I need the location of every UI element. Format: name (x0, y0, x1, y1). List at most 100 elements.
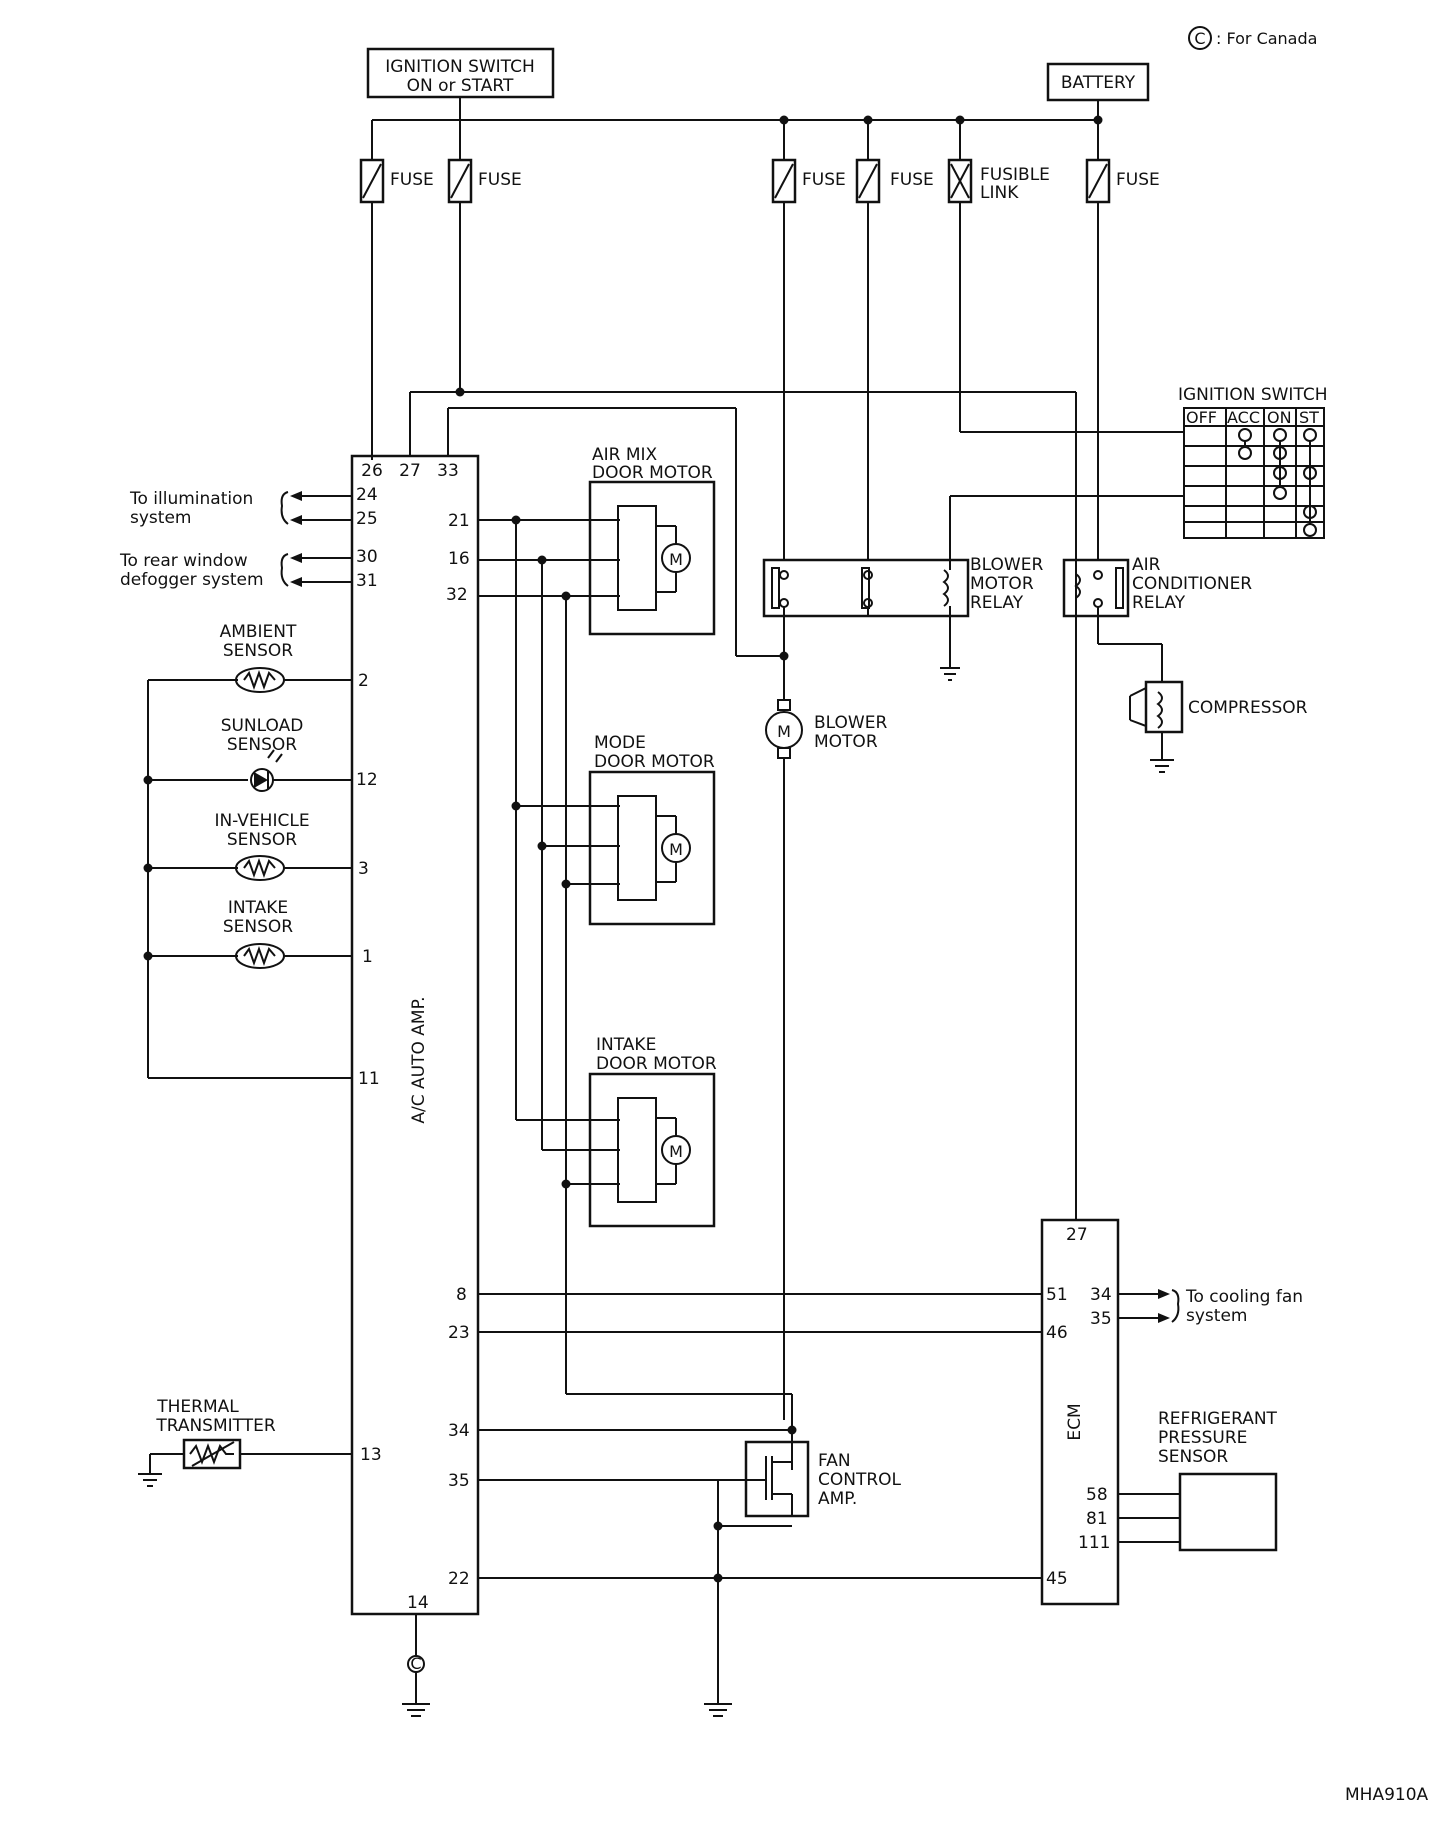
ignition-table-title: IGNITION SWITCH (1178, 385, 1327, 405)
refrigerant-label-1: REFRIGERANT (1158, 1409, 1278, 1429)
fuse-1-label: FUSE (390, 170, 434, 190)
svg-text:M: M (669, 1142, 683, 1161)
ig-col-st: ST (1299, 408, 1319, 427)
battery-label: BATTERY (1061, 73, 1136, 93)
ecm-pin-81: 81 (1086, 1509, 1108, 1529)
compressor-label: COMPRESSOR (1188, 698, 1308, 718)
door-motor-bus (478, 519, 793, 1470)
ambient-sensor-label: AMBIENT (220, 622, 297, 642)
ecm-pin-111: 111 (1078, 1533, 1110, 1553)
air-mix-label-2: DOOR MOTOR (592, 463, 713, 483)
amp-pin-22: 22 (448, 1569, 470, 1589)
ecm-pin-35: 35 (1090, 1309, 1112, 1329)
thermal-transmitter-label: THERMAL (156, 1397, 239, 1417)
ig-col-acc: ACC (1227, 408, 1260, 427)
fan-amp-label-2: CONTROL (818, 1470, 902, 1490)
amp-pin-13: 13 (360, 1445, 382, 1465)
amp-pin-2: 2 (358, 671, 369, 691)
defogger-label-2: defogger system (120, 570, 264, 590)
ac-auto-amp-label: A/C AUTO AMP. (409, 996, 429, 1123)
intake-sensor-label: INTAKE (228, 898, 288, 918)
ig-col-off: OFF (1186, 408, 1217, 427)
amp-pin-31: 31 (356, 571, 378, 591)
amp-pin-30: 30 (356, 547, 378, 567)
sunload-sensor-label-2: SENSOR (227, 735, 297, 755)
fusible-link-label-2: LINK (980, 183, 1019, 203)
ignition-switch-table (1183, 407, 1325, 539)
ecm-pin-45: 45 (1046, 1569, 1068, 1589)
mode-label: MODE (594, 733, 646, 753)
ecm-label: ECM (1065, 1403, 1085, 1440)
in-vehicle-sensor (148, 855, 352, 881)
blower-motor: M (765, 699, 803, 1420)
ambient-sensor-label-2: SENSOR (223, 641, 293, 661)
amp-pin-34: 34 (448, 1421, 470, 1441)
refrigerant-label-2: PRESSURE (1158, 1428, 1247, 1448)
fan-amp-label-1: FAN (818, 1451, 851, 1471)
amp-pin-26: 26 (361, 461, 383, 481)
sunload-sensor (148, 749, 352, 792)
air-mix-door-motor: M (588, 480, 716, 636)
mode-door-motor: M (588, 770, 716, 926)
defogger-arrows (280, 553, 352, 587)
blower-relay-label-2: MOTOR (970, 574, 1034, 594)
cooling-fan-label: To cooling fan (1185, 1287, 1303, 1307)
ac-relay-label-1: AIR (1132, 555, 1161, 575)
amp-pin-23: 23 (448, 1323, 470, 1343)
amp-pin-3: 3 (358, 859, 369, 879)
thermal-transmitter-label-2: TRANSMITTER (155, 1416, 276, 1436)
blower-motor-label-2: MOTOR (814, 732, 878, 752)
amp-pin-12: 12 (356, 770, 378, 790)
fan-control-amp (478, 1429, 810, 1717)
amp-pin-33: 33 (437, 461, 459, 481)
ecm-pin-51: 51 (1046, 1285, 1068, 1305)
fuse-2-label: FUSE (478, 170, 522, 190)
refrigerant-pressure-sensor (1118, 1472, 1278, 1552)
sunload-sensor-label: SUNLOAD (221, 716, 304, 736)
illumination-label: To illumination (129, 489, 253, 509)
blower-motor-label: BLOWER (814, 713, 887, 733)
intake-sensor (148, 943, 352, 969)
canada-symbol-circle (1188, 26, 1212, 50)
ecm-pin-58: 58 (1086, 1485, 1108, 1505)
cooling-fan-arrows (1118, 1289, 1180, 1323)
illumination-label-2: system (130, 508, 191, 528)
intake-motor-label-2: DOOR MOTOR (596, 1054, 717, 1074)
canada-symbol: C (1194, 29, 1205, 48)
compressor (1129, 680, 1184, 773)
amp-pin-24: 24 (356, 485, 378, 505)
in-vehicle-sensor-label-2: SENSOR (227, 830, 297, 850)
ambient-sensor (148, 667, 352, 693)
defogger-label: To rear window (119, 551, 248, 571)
fuse-1 (359, 120, 385, 460)
fan-amp-label-3: AMP. (818, 1489, 857, 1509)
thermal-transmitter (138, 1438, 352, 1487)
amp-pin-35: 35 (448, 1471, 470, 1491)
fuse-5 (1085, 120, 1111, 560)
svg-text:M: M (777, 722, 791, 741)
air-mix-label: AIR MIX (592, 445, 658, 465)
fuse-4 (855, 120, 881, 560)
amp-to-ecm-wires (478, 1293, 1042, 1579)
intake-sensor-label-2: SENSOR (223, 917, 293, 937)
fuse-3 (771, 120, 797, 560)
mode-label-2: DOOR MOTOR (594, 752, 715, 772)
fuse-5-label: FUSE (1116, 170, 1160, 190)
canada-note: : For Canada (1216, 29, 1317, 48)
amp-pin-11: 11 (358, 1069, 380, 1089)
ecm-pin-46: 46 (1046, 1323, 1068, 1343)
amp-pin-1: 1 (362, 947, 373, 967)
ecm-pin-34: 34 (1090, 1285, 1112, 1305)
amp-top-wires (409, 391, 1077, 1220)
blower-motor-relay (762, 495, 1184, 700)
amp-pin-16: 16 (448, 549, 470, 569)
ignition-switch-sublabel: ON or START (407, 76, 514, 96)
sensor-common-wire (147, 680, 352, 1079)
illumination-arrows (280, 491, 352, 525)
canada-ground-symbol: C (410, 1654, 421, 1673)
intake-door-motor: M (588, 1072, 716, 1228)
amp-pin-14: 14 (407, 1593, 429, 1613)
amp-pin-8: 8 (456, 1285, 467, 1305)
